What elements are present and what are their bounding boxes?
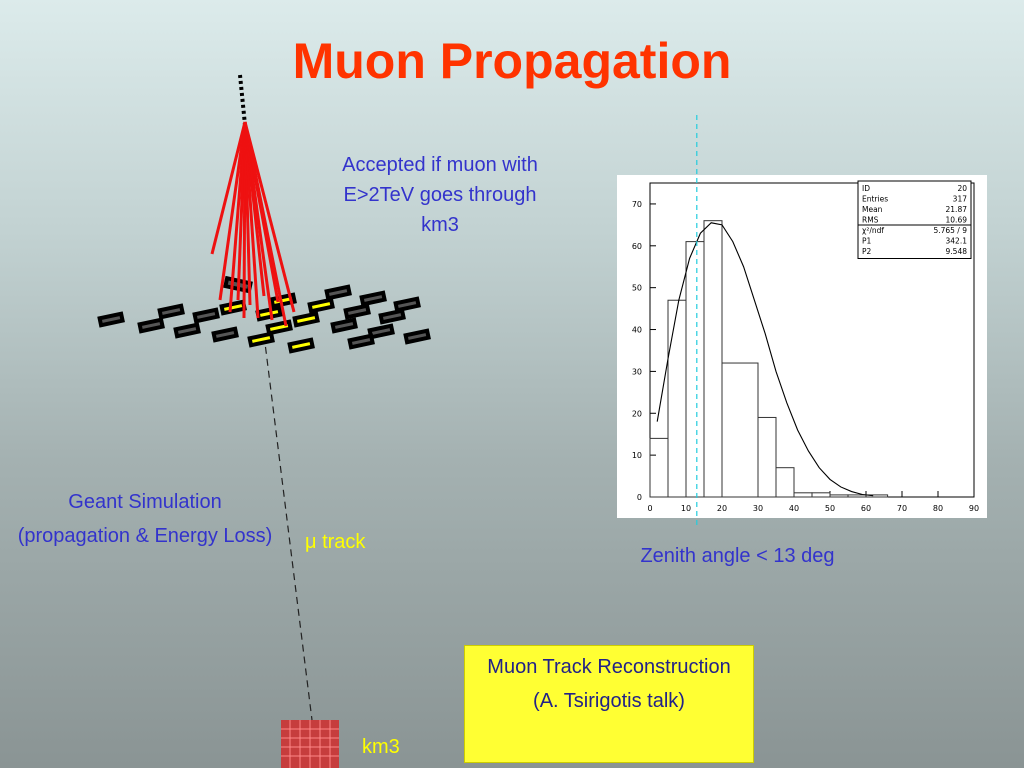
stats-key: ID <box>862 184 870 193</box>
muon-track-line <box>263 334 313 721</box>
x-tick-label: 60 <box>861 504 871 513</box>
x-tick-label: 10 <box>681 504 691 513</box>
stats-key: P1 <box>862 237 872 246</box>
y-tick-label: 30 <box>632 367 642 376</box>
y-tick-label: 50 <box>632 284 642 293</box>
histogram-bin <box>865 494 889 498</box>
y-tick-label: 70 <box>632 200 642 209</box>
x-tick-label: 50 <box>825 504 835 513</box>
y-tick-label: 40 <box>632 326 642 335</box>
recon-box-line-2: (A. Tsirigotis talk) <box>533 690 685 712</box>
x-tick-label: 0 <box>647 504 652 513</box>
km3-label: km3 <box>362 736 400 758</box>
slide-title: Muon Propagation <box>292 33 732 89</box>
geant-simulation-label: Geant Simulation (propagation & Energy L… <box>10 488 280 556</box>
y-tick-label: 0 <box>637 493 642 502</box>
stats-value: 20 <box>957 184 967 193</box>
stats-value: 342.1 <box>946 237 968 246</box>
x-tick-label: 20 <box>717 504 727 513</box>
histogram-bin <box>847 494 867 498</box>
acceptance-note-line: km3 <box>421 214 459 236</box>
stats-key: χ²/ndf <box>862 226 884 235</box>
stats-box <box>857 180 972 259</box>
histogram-bin <box>775 467 795 498</box>
upper-track <box>238 74 247 126</box>
geant-line-2: (propagation & Energy Loss) <box>17 525 273 547</box>
recon-box-line-1: Muon Track Reconstruction <box>487 656 731 678</box>
y-tick-label: 60 <box>632 242 642 251</box>
histogram-bin <box>829 494 849 498</box>
particle-shower <box>210 121 296 327</box>
stats-key: Entries <box>862 195 888 204</box>
histogram-bin <box>757 416 777 498</box>
stats-value: 5.765 / 9 <box>933 226 967 235</box>
detector-illustration <box>97 74 431 768</box>
fit-curve <box>656 222 874 497</box>
stats-value: 9.548 <box>946 247 968 256</box>
y-tick-label: 20 <box>632 409 642 418</box>
x-tick-label: 80 <box>933 504 943 513</box>
cut-line-overlay <box>696 115 698 525</box>
km3-cube <box>281 720 339 768</box>
stats-key: RMS <box>862 216 879 225</box>
x-tick-label: 90 <box>969 504 979 513</box>
stats-key: Mean <box>862 205 883 214</box>
y-tick-label: 10 <box>632 451 642 460</box>
stats-value: 317 <box>953 195 968 204</box>
muon-reconstruction-box: Muon Track Reconstruction (A. Tsirigotis… <box>464 645 754 763</box>
acceptance-note-line: E>2TeV goes through <box>343 184 537 206</box>
geant-line-1: Geant Simulation <box>68 491 222 513</box>
stats-value: 21.87 <box>946 205 968 214</box>
stats-key: P2 <box>862 247 872 256</box>
histogram-bin <box>811 492 831 498</box>
histogram-bin <box>703 220 723 498</box>
x-tick-label: 70 <box>897 504 907 513</box>
acceptance-note: Accepted if muon with E>2TeV goes throug… <box>300 150 580 240</box>
detector-cells <box>97 284 431 354</box>
stats-value: 10.69 <box>946 216 968 225</box>
x-tick-label: 40 <box>789 504 799 513</box>
acceptance-note-line: Accepted if muon with <box>342 154 538 176</box>
zenith-angle-label: Zenith angle < 13 deg <box>640 545 835 567</box>
x-tick-label: 30 <box>753 504 763 513</box>
mu-track-label: μ track <box>305 531 366 553</box>
